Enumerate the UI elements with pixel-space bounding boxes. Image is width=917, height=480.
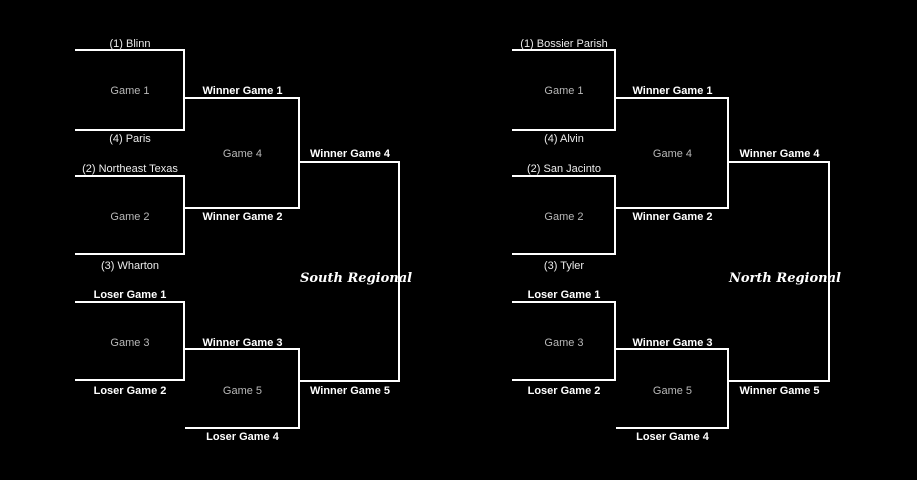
winner-game-1-slot: Winner Game 1	[202, 85, 283, 97]
team-seed-4: (4) Paris	[109, 133, 151, 145]
game-1-box	[75, 49, 185, 131]
loser-game-1-slot: Loser Game 1	[527, 289, 601, 301]
team-seed-3: (3) Wharton	[100, 260, 160, 272]
game-1-label: Game 1	[544, 85, 584, 97]
team-seed-2: (2) Northeast Texas	[82, 163, 178, 175]
region-title: North Regional	[729, 271, 841, 286]
team-seed-4: (4) Alvin	[544, 133, 584, 145]
team-seed-3: (3) Tyler	[543, 260, 585, 272]
game-4-box	[185, 97, 300, 209]
game-5-box	[616, 348, 729, 429]
game-3-label: Game 3	[544, 337, 584, 349]
winner-game-4-slot: Winner Game 4	[739, 148, 820, 160]
winner-game-2-slot: Winner Game 2	[632, 211, 713, 223]
game-1-label: Game 1	[110, 85, 150, 97]
winner-game-3-slot: Winner Game 3	[202, 337, 283, 349]
regional-final-box	[729, 161, 830, 382]
loser-game-4-slot: Loser Game 4	[636, 431, 709, 443]
winner-game-5-slot: Winner Game 5	[739, 385, 820, 397]
bracket-north-regional: (1) Bossier Parish Game 1 (4) Alvin (2) …	[437, 0, 897, 480]
winner-game-5-slot: Winner Game 5	[310, 385, 390, 397]
game-4-box	[616, 97, 729, 209]
winner-game-4-slot: Winner Game 4	[310, 148, 390, 160]
game-2-box	[512, 175, 616, 255]
game-5-label: Game 5	[652, 385, 693, 397]
team-seed-2: (2) San Jacinto	[527, 163, 601, 175]
game-3-box	[512, 301, 616, 381]
loser-game-2-slot: Loser Game 2	[527, 385, 601, 397]
loser-game-2-slot: Loser Game 2	[93, 385, 167, 397]
region-title: South Regional	[300, 271, 413, 286]
team-seed-1: (1) Blinn	[109, 38, 151, 50]
loser-game-4-slot: Loser Game 4	[206, 431, 279, 443]
game-2-label: Game 2	[544, 211, 584, 223]
game-1-box	[512, 49, 616, 131]
regional-final-box	[300, 161, 400, 382]
winner-game-1-slot: Winner Game 1	[632, 85, 713, 97]
game-4-label: Game 4	[222, 148, 263, 160]
team-seed-1: (1) Bossier Parish	[520, 38, 608, 50]
game-3-box	[75, 301, 185, 381]
game-3-label: Game 3	[110, 337, 150, 349]
game-4-label: Game 4	[652, 148, 693, 160]
bracket-south-regional: (1) Blinn Game 1 (4) Paris (2) Northeast…	[75, 38, 413, 443]
game-5-box	[185, 348, 300, 429]
winner-game-2-slot: Winner Game 2	[202, 211, 283, 223]
game-2-box	[75, 175, 185, 255]
game-2-label: Game 2	[110, 211, 150, 223]
loser-game-1-slot: Loser Game 1	[93, 289, 167, 301]
winner-game-3-slot: Winner Game 3	[632, 337, 713, 349]
game-5-label: Game 5	[222, 385, 263, 397]
